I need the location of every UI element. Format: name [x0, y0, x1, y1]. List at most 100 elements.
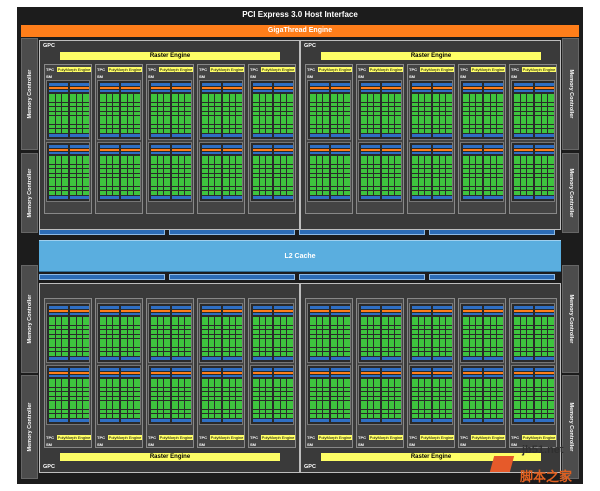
cuda-core: [514, 392, 520, 396]
cuda-core: [316, 347, 322, 352]
cuda-core: [113, 321, 119, 325]
tpc-label: TPC: [148, 435, 156, 440]
cuda-core: [418, 383, 424, 387]
dispatch-unit: [484, 90, 503, 92]
cuda-core: [202, 383, 208, 387]
cuda-core: [134, 409, 140, 414]
cuda-core: [316, 387, 322, 392]
cuda-core: [316, 405, 322, 409]
cuda-core: [527, 396, 533, 401]
cuda-core: [337, 178, 343, 182]
cuda-core: [164, 405, 170, 409]
register-file: [100, 368, 119, 371]
cuda-core: [374, 116, 380, 120]
cuda-core: [127, 102, 133, 107]
cuda-core: [49, 379, 55, 383]
cuda-core: [178, 120, 184, 124]
cuda-core: [323, 396, 329, 401]
cuda-core: [374, 156, 380, 160]
dispatch-unit: [361, 375, 380, 377]
cuda-core: [55, 164, 61, 169]
cuda-core: [62, 325, 68, 330]
cuda-core: [344, 160, 350, 164]
cuda-core: [433, 173, 439, 178]
polymorph-engine: PolyMorph Engine: [471, 67, 505, 72]
cuda-core: [134, 387, 140, 392]
cuda-core: [433, 387, 439, 392]
cuda-core: [388, 401, 394, 405]
scheduler: [253, 149, 272, 151]
cuda-core: [548, 321, 554, 325]
cuda-core: [185, 339, 191, 343]
register-file: [49, 306, 68, 309]
cuda-core: [361, 186, 367, 191]
cuda-core: [316, 321, 322, 325]
cuda-core: [388, 191, 394, 195]
cuda-core: [106, 392, 112, 396]
register-file: [433, 83, 452, 86]
cuda-core: [76, 120, 82, 124]
cuda-core: [490, 102, 496, 107]
register-file: [100, 83, 119, 86]
cuda-core: [439, 94, 445, 98]
scheduler: [202, 372, 221, 374]
cuda-core: [215, 392, 221, 396]
cuda-core: [76, 339, 82, 343]
cuda-core: [208, 347, 214, 352]
cuda-core: [215, 379, 221, 383]
cuda-core: [425, 129, 431, 133]
cuda-core: [337, 94, 343, 98]
load-store-unit: [49, 357, 68, 360]
cuda-core: [382, 164, 388, 169]
load-store-unit: [100, 134, 119, 137]
cuda-core: [208, 387, 214, 392]
cuda-core: [395, 164, 401, 169]
cuda-core: [412, 414, 418, 418]
cuda-core: [259, 317, 265, 321]
memory-controller-left-3: Memory Controller: [21, 265, 38, 373]
cuda-core: [157, 396, 163, 401]
cuda-core: [113, 339, 119, 343]
cuda-core: [236, 156, 242, 160]
cuda-core: [520, 120, 526, 124]
cuda-core: [439, 343, 445, 347]
cuda-core: [208, 120, 214, 124]
cuda-core: [439, 98, 445, 102]
cuda-core: [185, 173, 191, 178]
cuda-core: [208, 173, 214, 178]
cuda-core: [55, 387, 61, 392]
cuda-core: [520, 160, 526, 164]
cuda-core: [185, 383, 191, 387]
cuda-core: [172, 182, 178, 186]
cuda-core: [121, 343, 127, 347]
cuda-core: [310, 160, 316, 164]
cuda-core: [446, 339, 452, 343]
cuda-core: [344, 94, 350, 98]
cuda-core: [76, 325, 82, 330]
cuda-core: [223, 396, 229, 401]
cuda-core: [412, 160, 418, 164]
cuda-core: [151, 321, 157, 325]
dispatch-unit: [412, 375, 431, 377]
cuda-core: [418, 392, 424, 396]
cuda-core: [310, 182, 316, 186]
cuda-core: [62, 156, 68, 160]
cuda-core: [520, 325, 526, 330]
cuda-core: [223, 169, 229, 173]
dispatch-unit: [49, 90, 68, 92]
cuda-core: [208, 334, 214, 339]
cuda-core: [287, 347, 293, 352]
cuda-core: [439, 156, 445, 160]
cuda-core: [476, 409, 482, 414]
cuda-core: [337, 352, 343, 356]
load-store-unit: [433, 419, 452, 422]
cuda-core: [476, 116, 482, 120]
register-file: [202, 83, 221, 86]
cuda-core: [418, 325, 424, 330]
scheduler: [514, 372, 533, 374]
cuda-core: [49, 116, 55, 120]
cuda-core: [310, 325, 316, 330]
cuda-core: [331, 94, 337, 98]
cuda-core: [157, 339, 163, 343]
